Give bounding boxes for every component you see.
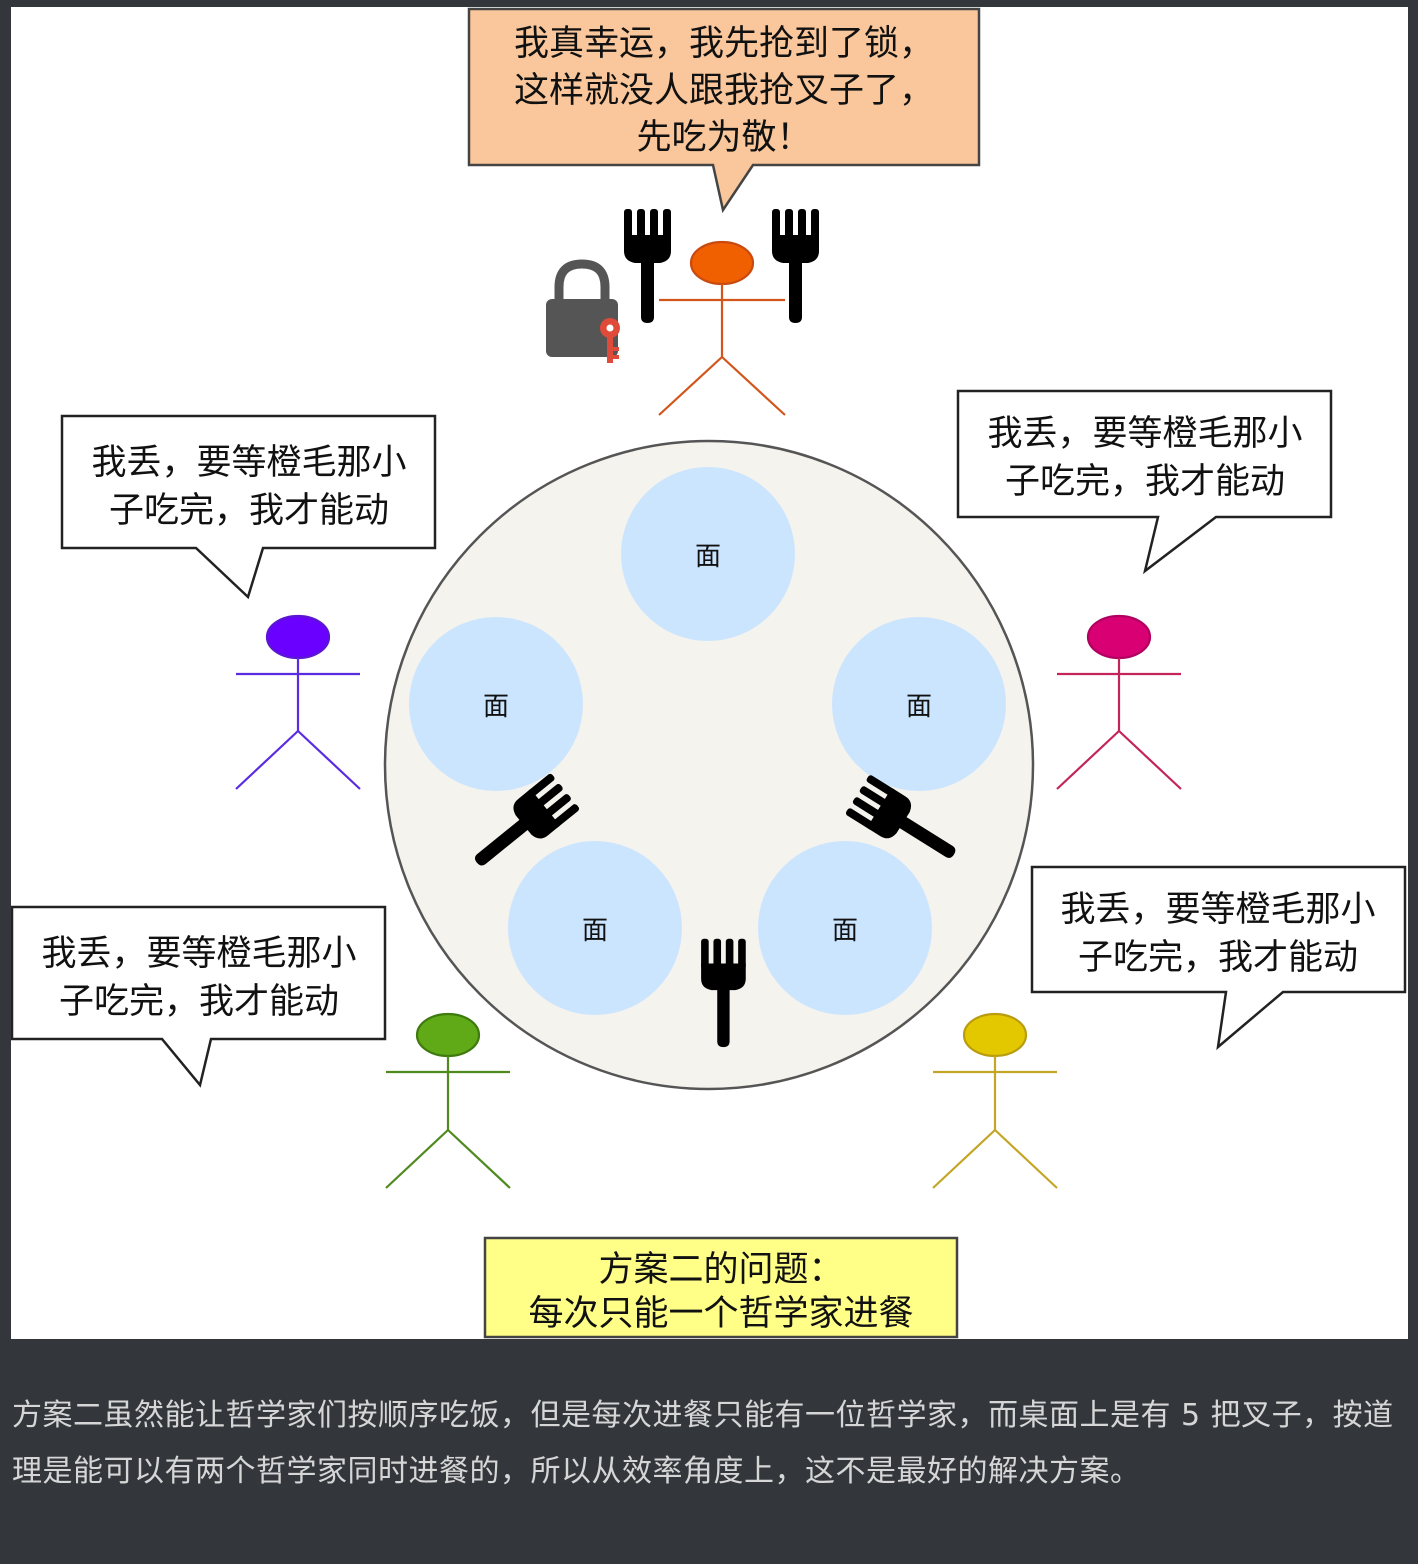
conclusion-box-shape	[483, 1236, 959, 1339]
top-bubble-line-2: 这样就没人跟我抢叉子了，	[514, 71, 934, 111]
plate-circle	[832, 617, 1006, 791]
plate-label: 面	[695, 542, 721, 572]
left-bubble-line-2: 子吃完，我才能动	[109, 491, 389, 531]
bottom-right-bubble-line-1: 我丢，要等橙毛那小	[1060, 890, 1375, 930]
philosopher-head	[415, 1012, 481, 1058]
conclusion-line-2: 每次只能一个哲学家进餐	[528, 1294, 913, 1334]
philosopher-head	[689, 240, 755, 286]
caption-paragraph: 方案二虽然能让哲学家们按顺序吃饭，但是每次进餐只能有一位哲学家，而桌面上是有 5…	[12, 1398, 1394, 1489]
philosopher-head	[1086, 614, 1152, 660]
bottom-right-speech-bubble: 我丢，要等橙毛那小 子吃完，我才能动	[1030, 865, 1407, 1051]
philosopher-head	[962, 1012, 1028, 1058]
plate-circle	[508, 841, 682, 1015]
left-bubble-line-1: 我丢，要等橙毛那小	[91, 443, 406, 483]
plate-label: 面	[832, 916, 858, 946]
bottom-right-bubble-line-2: 子吃完，我才能动	[1078, 938, 1358, 978]
left-speech-bubble: 我丢，要等橙毛那小 子吃完，我才能动	[60, 414, 437, 600]
top-bubble-line-3: 先吃为敬！	[636, 118, 811, 158]
philosopher-top	[658, 240, 786, 416]
philosopher-bottom-right	[932, 1012, 1058, 1189]
plate-right: 面	[832, 617, 1006, 791]
key-icon	[600, 318, 620, 363]
right-bubble-shape	[956, 389, 1333, 575]
bottom-left-bubble-shape	[11, 905, 387, 1088]
plate-label: 面	[483, 692, 509, 722]
bottom-left-bubble-line-2: 子吃完，我才能动	[59, 982, 339, 1022]
conclusion-box: 方案二的问题： 每次只能一个哲学家进餐	[483, 1236, 959, 1339]
plate-label: 面	[906, 692, 932, 722]
fork-icon	[772, 209, 819, 323]
bottom-left-speech-bubble: 我丢，要等橙毛那小 子吃完，我才能动	[11, 905, 387, 1088]
plate-bottom-right: 面	[758, 841, 932, 1015]
plate-label: 面	[582, 916, 608, 946]
plate-bottom-left: 面	[508, 841, 682, 1015]
right-bubble-line-2: 子吃完，我才能动	[1005, 462, 1285, 502]
philosopher-bottom-left	[385, 1012, 511, 1189]
plate-circle	[409, 617, 583, 791]
plate-left: 面	[409, 617, 583, 791]
bottom-left-bubble-line-1: 我丢，要等橙毛那小	[41, 934, 356, 974]
right-speech-bubble: 我丢，要等橙毛那小 子吃完，我才能动	[956, 389, 1333, 575]
philosopher-head	[265, 614, 331, 660]
fork-icon	[624, 209, 671, 323]
left-bubble-shape	[60, 414, 437, 600]
top-bubble-shape	[467, 7, 981, 214]
bottom-right-bubble-shape	[1030, 865, 1407, 1051]
plate-circle	[758, 841, 932, 1015]
philosopher-left	[235, 614, 361, 790]
top-speech-bubble: 我真幸运，我先抢到了锁， 这样就没人跟我抢叉子了， 先吃为敬！	[467, 7, 981, 214]
plate-circle	[621, 467, 795, 641]
lock-icon	[546, 259, 618, 357]
conclusion-line-1: 方案二的问题：	[598, 1250, 843, 1290]
top-bubble-line-1: 我真幸运，我先抢到了锁，	[514, 24, 934, 64]
right-bubble-line-1: 我丢，要等橙毛那小	[987, 414, 1302, 454]
plate-top: 面	[621, 467, 795, 641]
dining-philosophers-diagram: 我真幸运，我先抢到了锁， 这样就没人跟我抢叉子了， 先吃为敬！ 我丢，要等橙毛那…	[11, 7, 1408, 1339]
philosopher-right	[1056, 614, 1182, 790]
